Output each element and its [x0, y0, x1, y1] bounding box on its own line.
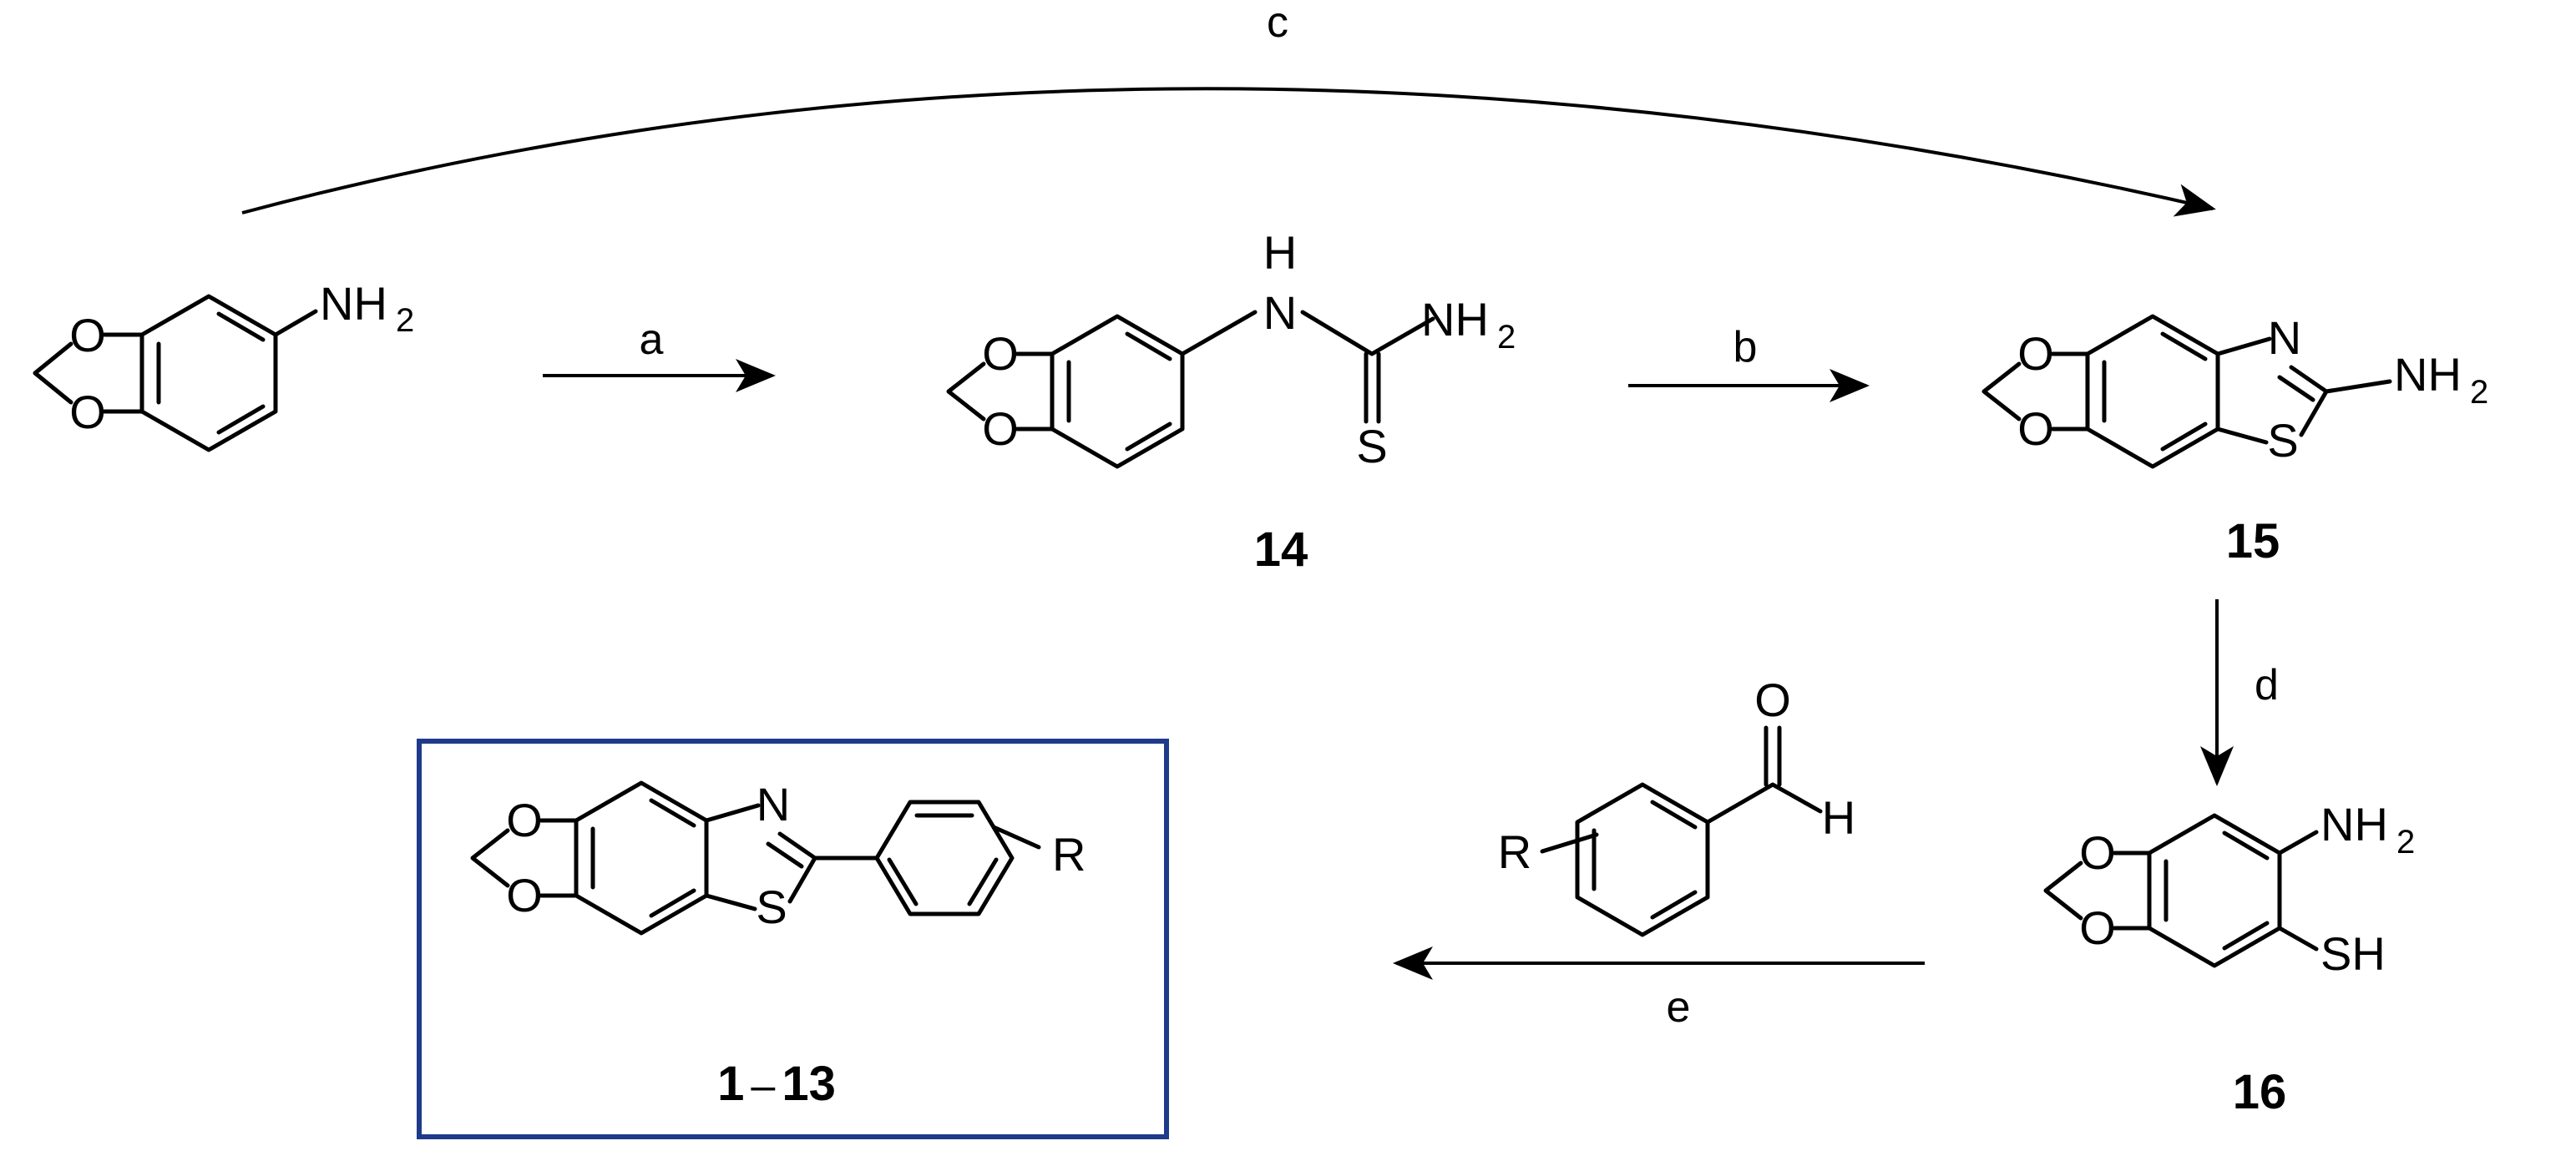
arrow-step-c [241, 87, 2216, 217]
compound-label-1-13: 1–13 [717, 1057, 836, 1111]
oxygen-atom: O [2017, 402, 2054, 455]
oxygen-atom: O [982, 402, 1019, 455]
ring-bonds [2085, 314, 2220, 469]
ring-double-bonds [2164, 830, 2270, 951]
thiourea-bonds [1180, 310, 1435, 424]
amine-subscript: 2 [2470, 374, 2488, 411]
ring-double-bonds [1592, 800, 1698, 920]
step-label-d: d [2255, 661, 2279, 709]
compound-16: O O NH 2 SH 16 [2043, 798, 2415, 1119]
amine-group: NH [2394, 348, 2462, 401]
oxygen-atom: O [506, 869, 543, 921]
sulfur-atom: S [1356, 420, 1387, 472]
oxygen-atom: O [1754, 674, 1791, 726]
sulfur-atom: S [2267, 414, 2298, 467]
aldehyde-reagent: O H R [1498, 674, 1855, 937]
compound-label-16: 16 [2233, 1065, 2287, 1119]
thiazole-bonds [704, 803, 817, 911]
aldehyde-bonds [1705, 725, 1823, 825]
ring-bonds [2147, 813, 2282, 968]
step-label-b: b [1733, 323, 1758, 371]
oxygen-atom: O [506, 794, 543, 846]
thiazole-bonds [2215, 336, 2392, 445]
step-label-e: e [1667, 983, 1691, 1032]
compound-label-15: 15 [2226, 514, 2280, 568]
ring-bonds [574, 780, 709, 936]
ring-bonds [1575, 782, 1710, 937]
ring-double-bonds [156, 311, 266, 435]
dioxole-bonds [1981, 351, 2090, 432]
oxygen-atom: O [69, 386, 106, 438]
dioxole-bonds [33, 332, 144, 414]
amine-group: NH [1421, 293, 1489, 346]
step-label-a: a [640, 315, 664, 364]
step-label-c: c [1267, 0, 1288, 47]
amine-subscript: 2 [2396, 824, 2415, 861]
dioxole-bonds [946, 351, 1055, 432]
ring-double-bonds [1066, 331, 1172, 452]
ring-bonds [1050, 314, 1185, 469]
ring-double-bonds [2102, 331, 2208, 452]
phenyl-double-bonds [887, 813, 999, 906]
oxygen-atom: O [982, 327, 1019, 380]
oxygen-atom: O [2079, 901, 2116, 954]
amine-group: NH [320, 277, 387, 330]
substituent-bonds [2277, 830, 2319, 952]
product-box [417, 739, 1169, 1139]
r-substituent-bond [1540, 832, 1599, 854]
nitrogen-atom: N [1263, 286, 1297, 339]
nitrogen-atom: N [757, 778, 790, 830]
oxygen-atom: O [2079, 826, 2116, 879]
compound-15: O O N S NH 2 15 [1981, 311, 2488, 568]
r-group: R [1052, 828, 1086, 881]
r-substituent-bond [991, 825, 1041, 850]
starting-material: O O NH 2 [33, 277, 414, 452]
amine-subscript: 2 [396, 302, 414, 339]
oxygen-atom: O [2017, 327, 2054, 380]
r-group: R [1498, 825, 1531, 878]
product-2-aryl-benzothiazole: O O N S R 1–13 [470, 778, 1086, 1111]
amine-subscript: 2 [1497, 319, 1516, 356]
thiol-group: SH [2320, 927, 2386, 980]
compound-14: O O H N NH 2 S 14 [946, 226, 1516, 577]
compound-label-14: 14 [1254, 522, 1308, 577]
dioxole-bonds [2043, 851, 2152, 931]
hydrogen-atom: H [1822, 791, 1855, 844]
amine-bond [273, 309, 318, 337]
oxygen-atom: O [69, 309, 106, 361]
hydrogen-atom: H [1263, 226, 1297, 279]
ring-bonds [139, 294, 278, 452]
sulfur-atom: S [756, 881, 787, 933]
nitrogen-atom: N [2268, 311, 2301, 364]
amine-group: NH [2320, 798, 2388, 851]
ring-double-bonds [590, 798, 696, 918]
dioxole-bonds [470, 818, 579, 898]
